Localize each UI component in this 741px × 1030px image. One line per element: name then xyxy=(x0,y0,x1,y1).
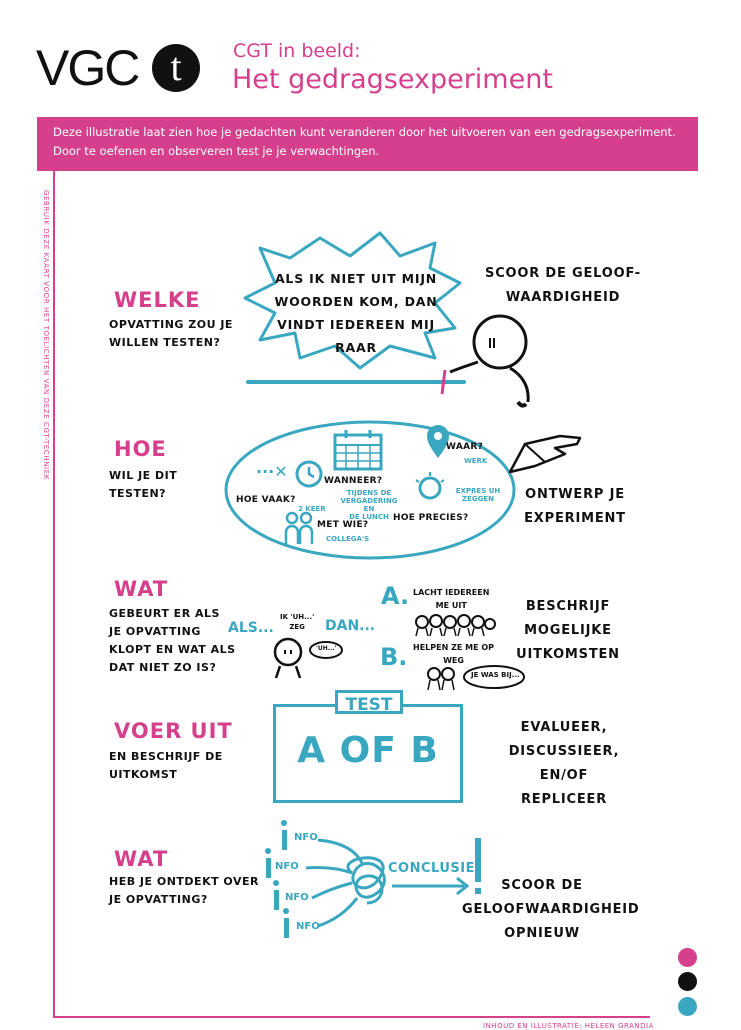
label-met-wie-detail: COLLEGA'S xyxy=(326,535,370,543)
option-b-bubble: JE WAS BIJ... xyxy=(471,671,520,679)
option-a-letter: A. xyxy=(381,582,410,610)
step1-heading: WELKE xyxy=(114,288,201,312)
page-subtitle: CGT in beeld: xyxy=(233,40,361,62)
step3-action: BESCHRIJF MOGELIJKE UITKOMSTEN xyxy=(516,599,620,662)
step1-question: OPVATTING ZOU JE WILLEN TESTEN? xyxy=(109,318,233,349)
label-waar: WAAR? xyxy=(446,442,484,452)
label-wanneer-detail: TIJDENS DE VERGADERING EN DE LUNCH xyxy=(340,489,398,521)
footer-credit: INHOUD EN ILLUSTRATIE: HELEEN GRANDIA xyxy=(483,1022,654,1030)
label-hoe-precies: HOE PRECIES? xyxy=(393,513,469,523)
planning-ellipse xyxy=(224,420,516,560)
step1-action: SCOOR DE GELOOF- WAARDIGHEID xyxy=(485,266,641,305)
dan-label: DAN... xyxy=(325,618,376,634)
info-label-4: NFO xyxy=(296,921,320,932)
person-writing-icon xyxy=(440,314,530,408)
test-options: A OF B xyxy=(297,730,439,771)
black-dot xyxy=(678,972,697,991)
step1-bubble-text: ALS IK NIET UIT MIJN WOORDEN KOM, DAN VI… xyxy=(274,271,438,355)
step3-heading: WAT xyxy=(114,577,169,601)
thought-bubble-icon xyxy=(243,231,462,370)
step2-question: WIL JE DIT TESTEN? xyxy=(109,469,178,500)
conclusion-label: CONCLUSIE xyxy=(388,861,475,876)
intro-banner: Deze illustratie laat zien hoe je gedach… xyxy=(37,117,698,171)
option-b-text: HELPEN ZE ME OP WEG xyxy=(413,643,494,665)
info-scribble-icon xyxy=(265,820,481,938)
step2-action: ONTWERP JE EXPERIMENT xyxy=(524,487,626,526)
speech-bubble-text: 'UH...' xyxy=(316,645,337,652)
info-label-3: NFO xyxy=(285,892,309,903)
info-label-2: NFO xyxy=(275,861,299,872)
option-b-letter: B. xyxy=(380,643,408,671)
logo: VGC t xyxy=(36,40,206,96)
label-wanneer: WANNEER? xyxy=(324,476,383,486)
laughing-crowd-icon xyxy=(415,614,496,637)
helping-people-icon xyxy=(427,665,525,691)
frame-bottom-line xyxy=(53,1016,650,1018)
step5-heading: WAT xyxy=(114,847,169,871)
label-precies-detail: EXPRES UH ZEGGEN xyxy=(455,487,501,503)
logo-text: VGC xyxy=(36,40,140,96)
cross-dots-icon: ···✕ xyxy=(256,462,288,481)
banner-line-2: Door te oefenen en observeren test je je… xyxy=(53,144,380,158)
logo-t-circle: t xyxy=(152,44,200,92)
step4-question: EN BESCHRIJF DE UITKOMST xyxy=(109,750,223,781)
speech-caption: IK 'UH...' ZEG xyxy=(280,613,315,631)
clock-icon xyxy=(295,460,323,488)
calendar-icon xyxy=(333,430,383,471)
label-hoe-vaak: HOE VAAK? xyxy=(236,495,296,505)
banner-line-1: Deze illustratie laat zien hoe je gedach… xyxy=(53,125,676,139)
step4-action: EVALUEER, DISCUSSIEER, EN/OF REPLICEER xyxy=(508,720,620,807)
test-tab: TEST xyxy=(335,690,403,715)
step5-question: HEB JE ONTDEKT OVER JE OPVATTING? xyxy=(109,875,259,906)
teal-dot xyxy=(678,997,697,1016)
frame-left-line xyxy=(53,171,55,1017)
label-met-wie: MET WIE? xyxy=(317,520,369,530)
speaker-person-icon xyxy=(273,637,343,679)
people-icon xyxy=(284,511,314,544)
sidebar-instruction: GEBRUIK DEZE KAART VOOR HET TOELICHTEN V… xyxy=(42,190,50,480)
hand-pen-icon xyxy=(508,434,582,474)
label-waar-detail: WERK xyxy=(464,457,488,465)
location-pin-icon xyxy=(427,425,449,458)
step5-action: SCOOR DE GELOOFWAARDIGHEID OPNIEUW xyxy=(462,878,640,941)
step3-question: GEBEURT ER ALS JE OPVATTING KLOPT EN WAT… xyxy=(109,607,236,674)
als-label: ALS... xyxy=(228,620,274,636)
label-keer: 2 KEER xyxy=(298,505,326,513)
step2-heading: HOE xyxy=(114,437,167,461)
page-title: Het gedragsexperiment xyxy=(232,64,553,95)
step4-heading: VOER UIT xyxy=(114,719,233,743)
step1-underline xyxy=(246,380,466,384)
pink-dot xyxy=(678,948,697,967)
info-label-1: NFO xyxy=(294,832,318,843)
lightbulb-icon xyxy=(415,472,445,500)
option-a-text: LACHT IEDEREEN ME UIT xyxy=(413,588,490,610)
